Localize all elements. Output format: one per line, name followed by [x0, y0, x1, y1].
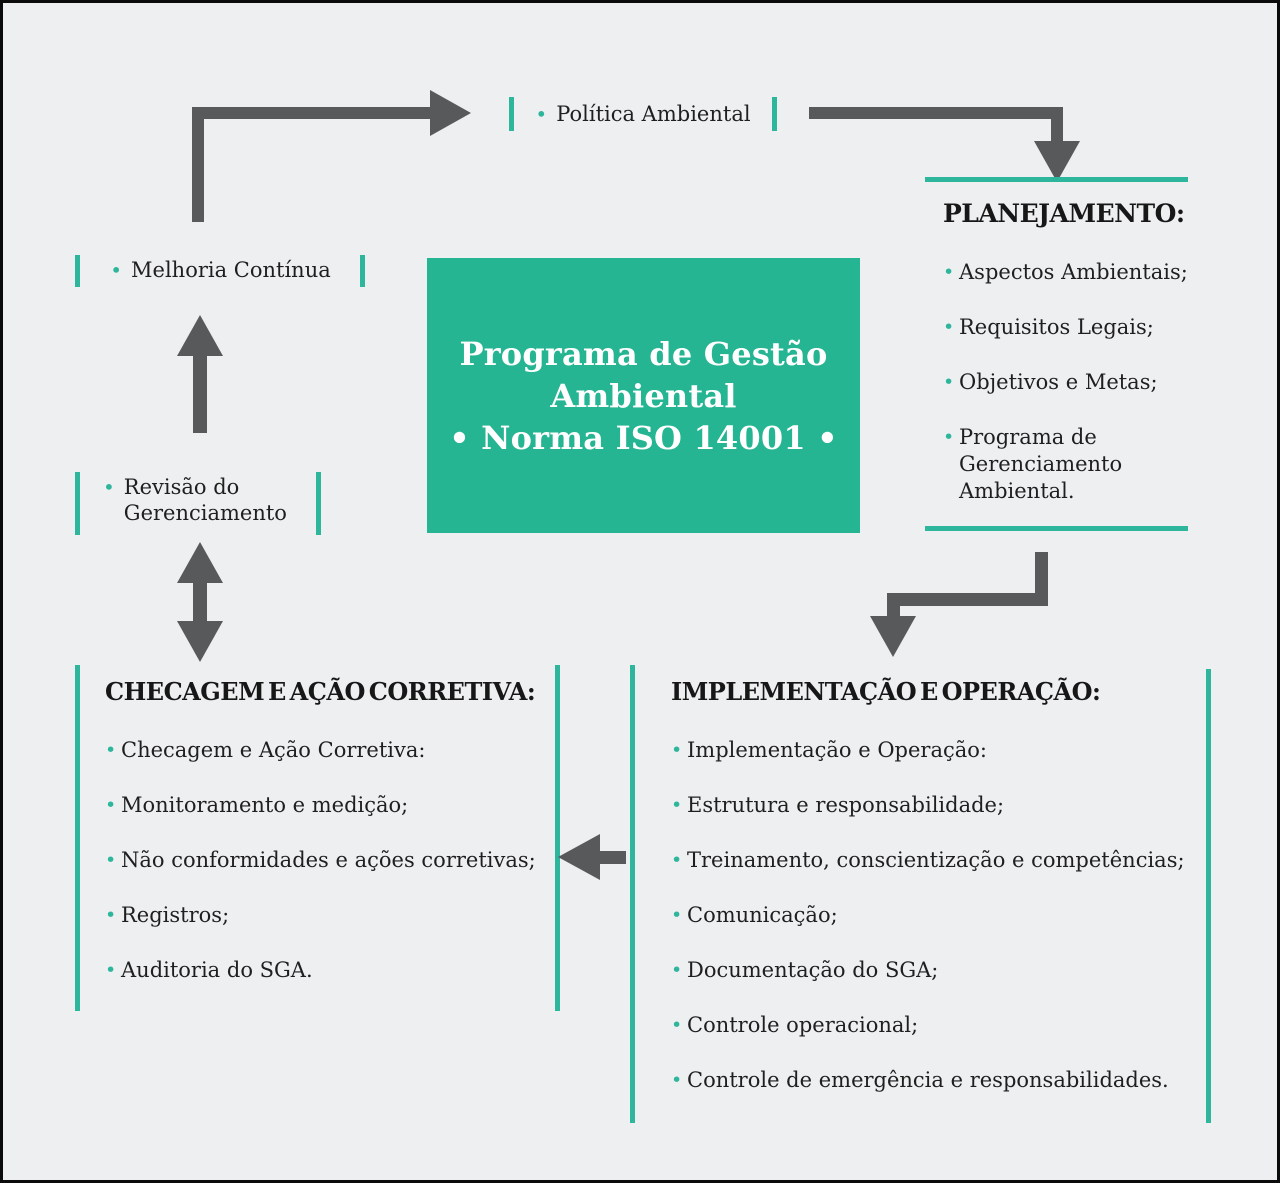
arrow-double-top-head-icon	[177, 542, 223, 583]
teal-bar	[360, 255, 365, 287]
list-item: •Treinamento, conscientização e competên…	[671, 847, 1201, 874]
list-item: •Estrutura e responsabilidade;	[671, 792, 1201, 819]
list-item: •Monitoramento e medição;	[105, 792, 545, 819]
list-item-label: Requisitos Legais;	[959, 315, 1154, 339]
center-box-line1: Programa de Gestão	[459, 334, 828, 373]
implementacao-right-rule	[1206, 669, 1211, 1123]
list-item: •Controle operacional;	[671, 1012, 1201, 1039]
list-item: •Checagem e Ação Corretiva:	[105, 737, 545, 764]
bullet-icon: •	[105, 849, 117, 871]
bullet-icon: •	[671, 849, 683, 871]
arrow-politica-to-planejamento-horizontal	[809, 107, 1063, 119]
bullet-icon: •	[943, 316, 955, 338]
bullet-icon: •	[105, 904, 117, 926]
planejamento-top-rule	[925, 177, 1188, 182]
bullet-icon: •	[943, 426, 955, 448]
bullet-icon: •	[943, 371, 955, 393]
checagem-left-rule	[75, 665, 80, 1011]
list-item: •Objetivos e Metas;	[943, 369, 1195, 396]
bullet-icon: •	[671, 739, 683, 761]
arrow-implementacao-to-checagem-shaft	[598, 851, 626, 864]
arrow-melhoria-to-politica-head-icon	[430, 90, 471, 136]
list-item-label: Estrutura e responsabilidade;	[687, 793, 1005, 817]
arrow-melhoria-to-politica-vertical	[192, 108, 204, 222]
checagem-right-rule	[555, 665, 560, 1011]
list-item-label: Checagem e Ação Corretiva:	[121, 738, 426, 762]
list-item-label: Controle operacional;	[687, 1013, 919, 1037]
list-item-label: Não conformidades e ações corretivas;	[121, 848, 536, 872]
implementacao-left-rule	[630, 665, 635, 1123]
list-item-label: Controle de emergência e responsabilidad…	[687, 1068, 1169, 1092]
arrow-planejamento-to-implementacao-head-icon	[870, 616, 916, 657]
node-politica-ambiental: • Política Ambiental	[515, 101, 771, 127]
list-item-label: Documentação do SGA;	[687, 958, 939, 982]
node-melhoria-continua: • Melhoria Contínua	[81, 257, 360, 283]
list-item: •Aspectos Ambientais;	[943, 259, 1195, 286]
center-box-line3: • Norma ISO 14001 •	[449, 418, 838, 457]
node-revisao-line2: Gerenciamento	[123, 501, 287, 525]
bullet-icon: •	[671, 794, 683, 816]
list-item-label: Auditoria do SGA.	[121, 958, 313, 982]
list-item-label: Programa de Gerenciamento Ambiental.	[959, 425, 1123, 503]
teal-bar	[509, 97, 514, 131]
node-melhoria-label: Melhoria Contínua	[131, 258, 331, 282]
teal-bar	[772, 97, 777, 131]
bullet-icon: •	[105, 794, 117, 816]
bullet-icon: •	[671, 1014, 683, 1036]
list-item-label: Registros;	[121, 903, 230, 927]
arrow-melhoria-to-politica-horizontal	[192, 107, 430, 119]
bullet-icon: •	[105, 959, 117, 981]
node-revisao-line1: Revisão do	[123, 475, 240, 499]
arrow-politica-to-planejamento-head-icon	[1034, 141, 1080, 182]
list-item-label: Objetivos e Metas;	[959, 370, 1158, 394]
bullet-icon: •	[105, 739, 117, 761]
list-item: •Comunicação;	[671, 902, 1201, 929]
list-item: •Não conformidades e ações corretivas;	[105, 847, 545, 874]
list-item-label: Aspectos Ambientais;	[959, 260, 1188, 284]
implementacao-title: IMPLEMENTAÇÃO E OPERAÇÃO:	[671, 677, 1101, 706]
list-item-label: Comunicação;	[687, 903, 838, 927]
bullet-icon: •	[110, 258, 123, 282]
list-item-label: Monitoramento e medição;	[121, 793, 409, 817]
arrow-revisao-to-melhoria-shaft	[193, 354, 207, 433]
list-item: •Auditoria do SGA.	[105, 957, 545, 984]
arrow-double-bottom-head-icon	[177, 621, 223, 662]
node-revisao-gerenciamento: • Revisão do Gerenciamento	[103, 474, 287, 526]
center-program-box: Programa de Gestão Ambiental • Norma ISO…	[427, 258, 860, 533]
arrow-implementacao-to-checagem-head-icon	[558, 834, 600, 880]
node-politica-label: Política Ambiental	[556, 102, 751, 126]
teal-bar	[75, 472, 80, 535]
arrow-politica-to-planejamento-vertical	[1051, 107, 1063, 143]
arrow-planejamento-to-implementacao-stub	[887, 604, 900, 617]
bullet-icon: •	[671, 1069, 683, 1091]
checagem-title: CHECAGEM E AÇÃO CORRETIVA:	[105, 677, 536, 706]
list-item-label: Implementação e Operação:	[687, 738, 987, 762]
bullet-icon: •	[103, 475, 115, 499]
planejamento-bottom-rule	[925, 526, 1188, 531]
planejamento-title: PLANEJAMENTO:	[943, 199, 1185, 228]
arrow-revisao-to-melhoria-head-icon	[177, 315, 223, 356]
center-box-line2: Ambiental	[550, 376, 737, 415]
list-item: •Registros;	[105, 902, 545, 929]
bullet-icon: •	[671, 904, 683, 926]
list-item: •Documentação do SGA;	[671, 957, 1201, 984]
teal-bar	[316, 472, 321, 535]
arrow-double-shaft	[193, 581, 207, 623]
bullet-icon: •	[943, 261, 955, 283]
list-item: •Implementação e Operação:	[671, 737, 1201, 764]
list-item: •Requisitos Legais;	[943, 314, 1195, 341]
implementacao-list: •Implementação e Operação:•Estrutura e r…	[671, 737, 1201, 1122]
list-item: •Controle de emergência e responsabilida…	[671, 1067, 1201, 1094]
teal-bar	[75, 255, 80, 287]
bullet-icon: •	[671, 959, 683, 981]
list-item-label: Treinamento, conscientização e competênc…	[687, 848, 1185, 872]
checagem-list: •Checagem e Ação Corretiva:•Monitorament…	[105, 737, 545, 1012]
arrow-planejamento-to-implementacao-horizontal	[887, 593, 1048, 606]
bullet-icon: •	[535, 102, 548, 126]
arrow-planejamento-to-implementacao-vertical	[1035, 552, 1048, 606]
list-item: •Programa de Gerenciamento Ambiental.	[943, 424, 1195, 505]
planejamento-list: •Aspectos Ambientais;•Requisitos Legais;…	[943, 259, 1195, 533]
